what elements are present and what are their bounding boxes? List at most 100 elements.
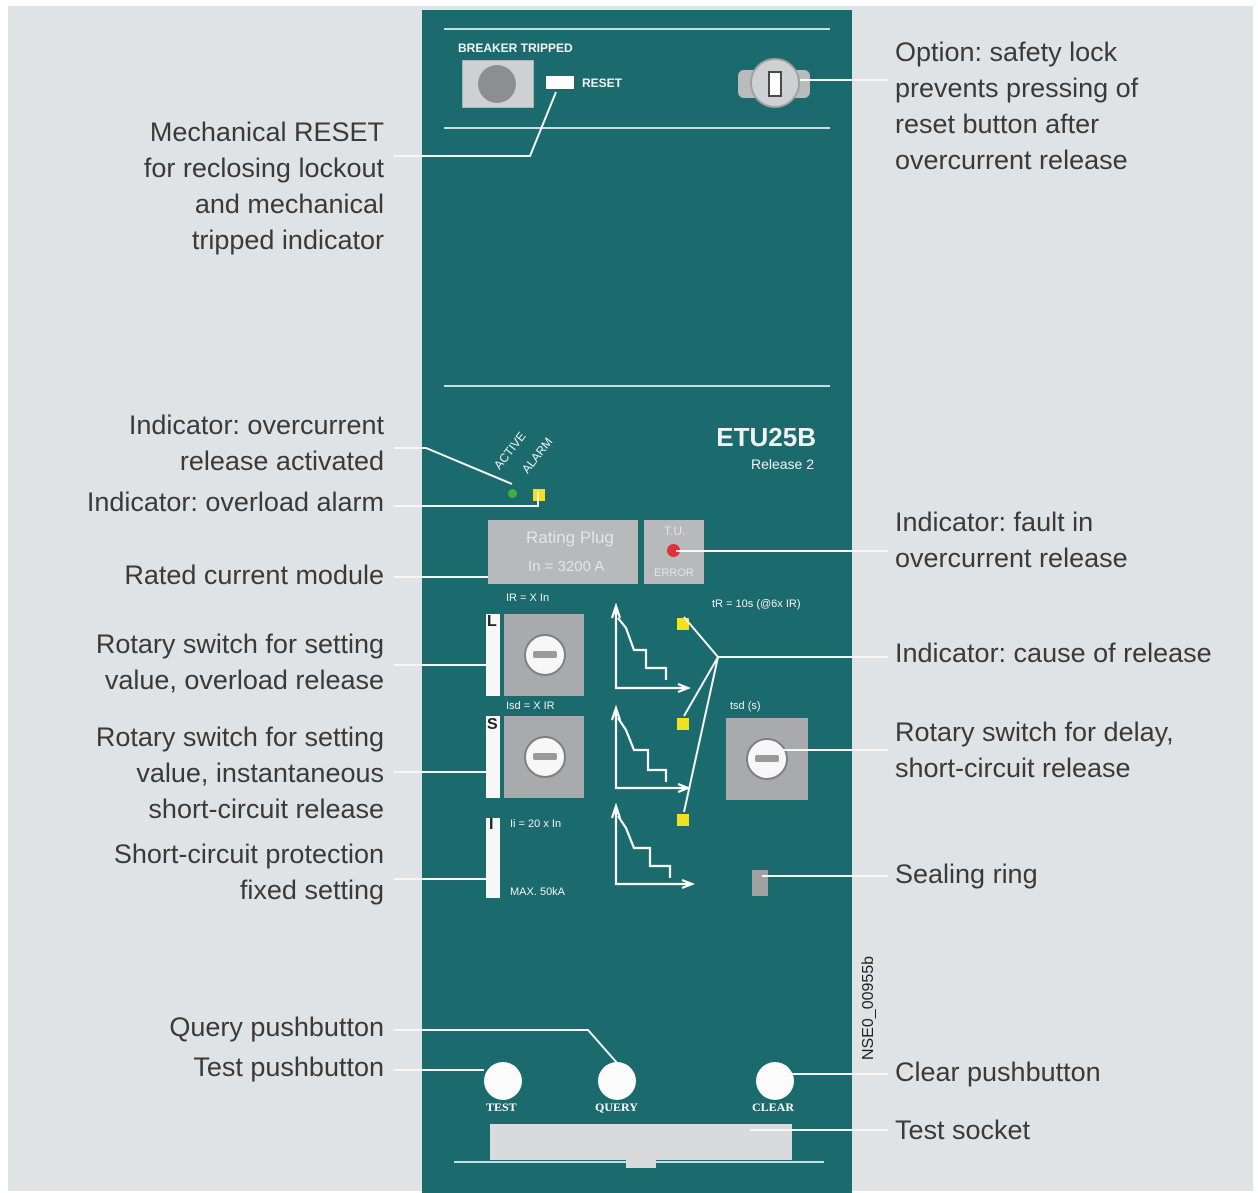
test-pushbutton[interactable] (484, 1062, 522, 1100)
callout-line: reset button after (895, 109, 1100, 139)
isd-setting-label: Isd = X IR (506, 700, 555, 712)
cause-led-s (677, 718, 689, 730)
callout-sealing: Sealing ring (895, 856, 1038, 892)
instantaneous-trip-curve (610, 704, 691, 794)
ii-setting-label: Ii = 20 x In (510, 818, 562, 830)
test-socket[interactable] (490, 1124, 792, 1168)
callout-line: Indicator: overcurrent (128, 410, 384, 440)
reset-button-cap (478, 65, 516, 103)
rating-plug-value: In = 3200 A (528, 558, 605, 575)
callout-line: overcurrent release (895, 543, 1128, 573)
callout-line: overcurrent release (895, 145, 1128, 175)
divider-upper (444, 127, 830, 129)
callout-rotary-delay: Rotary switch for delay, short-circuit r… (895, 714, 1174, 786)
callout-line: Clear pushbutton (895, 1057, 1101, 1087)
active-led (508, 489, 517, 498)
max-label: MAX. 50kA (510, 886, 566, 898)
cause-led-i (677, 814, 689, 826)
mechanical-reset-button[interactable] (462, 60, 534, 108)
i-letter: I (489, 816, 494, 833)
safety-lock-keyhole (768, 71, 782, 97)
callout-line: Indicator: overload alarm (86, 487, 384, 517)
trip-curves (610, 602, 695, 890)
fixed-trip-curve (610, 802, 695, 890)
line-ind-overload (394, 492, 539, 507)
callout-line: Rotary switch for setting (95, 722, 384, 752)
callout-line: for reclosing lockout (143, 153, 384, 183)
instantaneous-rotary-switch[interactable] (524, 736, 566, 778)
tripped-indicator-flag (546, 76, 574, 89)
overload-trip-curve (610, 602, 691, 694)
breaker-tripped-label: BREAKER TRIPPED (458, 41, 573, 55)
line-cause (683, 616, 888, 813)
callout-test: Test pushbutton (193, 1049, 384, 1085)
delay-rotary-switch[interactable] (746, 738, 788, 780)
callout-clear: Clear pushbutton (895, 1054, 1101, 1090)
callout-line: value, instantaneous (136, 758, 384, 788)
line-mech-reset (394, 91, 557, 157)
line-ind-overcurrent (394, 447, 513, 485)
callout-ind-overload: Indicator: overload alarm (87, 484, 384, 520)
release-version: Release 2 (750, 456, 814, 472)
ir-setting-label: IR = X In (506, 592, 550, 604)
callout-safety-lock: Option: safety lock prevents pressing of… (895, 34, 1138, 178)
callout-rotary-inst: Rotary switch for setting value, instant… (96, 719, 384, 827)
callout-fault: Indicator: fault in overcurrent release (895, 504, 1128, 576)
callout-line: and mechanical (194, 189, 384, 219)
query-pushbutton[interactable] (598, 1062, 636, 1100)
tr-label: tR = 10s (@6x IR) (712, 598, 801, 610)
safety-lock-icon[interactable] (738, 58, 810, 110)
callout-line: Rated current module (124, 560, 384, 590)
tu-label: T.U. (664, 524, 686, 538)
callout-mech-reset: Mechanical RESET for reclosing lockout a… (144, 114, 384, 258)
callout-query: Query pushbutton (169, 1009, 384, 1045)
callout-cause: Indicator: cause of release (895, 635, 1212, 671)
overload-dial-pointer (533, 651, 557, 658)
delay-dial-pointer (755, 755, 779, 762)
callout-line: Indicator: fault in (895, 507, 1094, 537)
callout-line: tripped indicator (191, 225, 384, 255)
callout-ind-overcurrent: Indicator: overcurrent release activated (129, 407, 384, 479)
callout-line: Sealing ring (895, 859, 1038, 889)
callout-line: Test socket (895, 1115, 1031, 1145)
callout-line: Indicator: cause of release (895, 638, 1212, 668)
callout-line: value, overload release (104, 665, 384, 695)
callout-short-circuit: Short-circuit protection fixed setting (114, 836, 384, 908)
instantaneous-dial-pointer (533, 753, 557, 760)
callout-rated-module: Rated current module (124, 557, 384, 593)
callout-line: fixed setting (239, 875, 384, 905)
callout-line: short-circuit release (148, 794, 384, 824)
callout-line: release activated (179, 446, 384, 476)
l-strip (486, 614, 500, 696)
rating-plug[interactable]: Rating Plug In = 3200 A (488, 520, 638, 584)
query-label: QUERY (595, 1100, 638, 1114)
callout-line: Rotary switch for setting (95, 629, 384, 659)
line-query (394, 1029, 619, 1065)
error-led (667, 544, 680, 557)
callout-line: Option: safety lock (895, 37, 1118, 67)
clear-pushbutton[interactable] (756, 1062, 794, 1100)
overload-rotary-switch[interactable] (524, 634, 566, 676)
tsd-label: tsd (s) (730, 700, 761, 712)
l-letter: L (487, 613, 497, 630)
cause-led-l (677, 618, 689, 630)
callout-line: Query pushbutton (169, 1012, 384, 1042)
rating-plug-title: Rating Plug (526, 528, 614, 547)
test-label: TEST (486, 1100, 517, 1114)
test-socket-notch (626, 1160, 656, 1168)
callout-test-socket: Test socket (895, 1112, 1030, 1148)
callout-line: short-circuit release (895, 753, 1131, 783)
callout-line: Short-circuit protection (113, 839, 384, 869)
reset-label: RESET (582, 76, 623, 90)
model-name: ETU25B (716, 422, 816, 452)
trip-unit-panel: BREAKER TRIPPED RESET ETU25B Release 2 A… (422, 10, 877, 1193)
divider-middle (444, 385, 830, 387)
clear-label: CLEAR (752, 1100, 795, 1114)
callout-line: Rotary switch for delay, (895, 717, 1174, 747)
callout-line: Mechanical RESET (149, 117, 384, 147)
divider-top (444, 28, 830, 30)
callout-line: Test pushbutton (193, 1052, 384, 1082)
s-letter: S (487, 716, 498, 733)
s-strip (486, 716, 500, 798)
